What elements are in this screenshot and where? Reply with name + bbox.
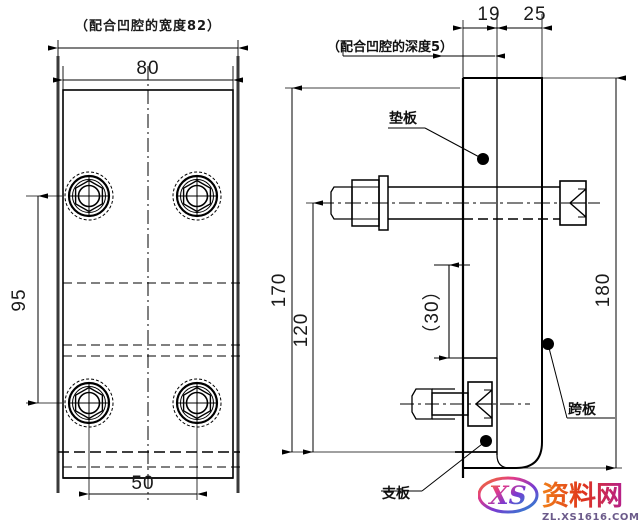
dim-cross-plate-25 (487, 14, 552, 78)
dim-pocket-width-82 (48, 40, 248, 56)
dim-hole-spacing-50 (79, 420, 207, 500)
label-support-plate: 支板 (381, 485, 411, 502)
upper-bolt-assembly (318, 175, 600, 231)
dim-label-cross-plate: 25 (523, 4, 546, 25)
dim-height-120 (303, 200, 330, 455)
dim-label-hole-spacing-v: 95 (9, 288, 30, 311)
dim-hole-spacing-95 (26, 193, 62, 406)
label-cross-plate: 跨板 (568, 401, 597, 418)
dim-label-hole-spacing-h: 50 (131, 473, 154, 494)
lower-bolt-assembly (400, 381, 530, 427)
dim-label-plate-thickness: 19 (477, 4, 500, 25)
dim-overall-width-80 (53, 66, 243, 90)
leader-cross-plate (542, 338, 615, 419)
inner-step-fillet (496, 358, 511, 469)
bolt-head-top-left (64, 171, 114, 221)
dim-label-height-170: 170 (269, 273, 290, 308)
dim-label-height-180: 180 (593, 273, 614, 308)
dim-label-pocket-width: （配合凹腔的宽度82） (75, 18, 221, 34)
dim-pocket-depth-5 (342, 40, 505, 92)
label-backing-plate: 垫板 (389, 110, 418, 127)
leader-backing-plate (388, 127, 489, 165)
dim-height-170 (282, 85, 460, 455)
dim-label-height-120: 120 (291, 313, 312, 348)
cross-plate-outline (463, 77, 543, 469)
side-view-group: （配合凹腔的深度5） 19 25 170 (269, 4, 626, 502)
bolt-head-bottom-right (172, 378, 222, 428)
front-view-group: （配合凹腔的宽度82） 80 95 50 (9, 18, 248, 500)
dim-offset-30 (434, 262, 470, 361)
dim-label-overall-width: 80 (136, 58, 159, 79)
dim-height-180 (520, 75, 626, 471)
bolt-head-bottom-left (64, 378, 114, 428)
dim-label-offset-30: （30） (421, 280, 443, 343)
leader-support-plate (381, 435, 492, 492)
bolt-head-top-right (172, 171, 222, 221)
dim-label-pocket-depth: （配合凹腔的深度5） (327, 39, 453, 55)
